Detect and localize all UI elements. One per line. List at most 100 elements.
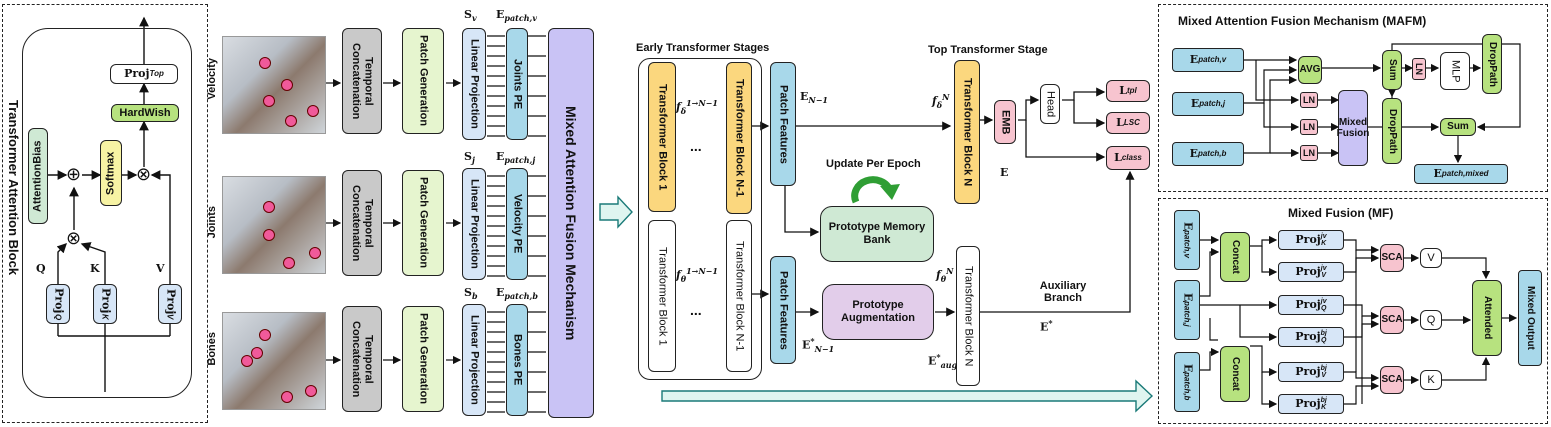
q-label: Q [36,262,46,275]
e-patch-v-main: E [496,8,505,21]
mf-attended: Attended [1472,280,1502,356]
stream-lines [326,35,546,413]
pe-box-velocity: Joints PE [506,28,528,140]
mf-proj-k-bj-sup: bj [1320,397,1327,404]
v-label: V [156,262,165,275]
mul-operator-qk: ⊗ [66,228,82,248]
proj-top-label: Proj [124,66,150,80]
linear-projection-velocity: Linear Projection [462,28,486,140]
mafm-ev-main: E [1189,52,1199,66]
mafm-sum-2: Sum [1440,118,1476,136]
proj-v-sub: V [165,314,175,320]
mf-proj-k-bj-main: Proj [1295,396,1321,410]
stream-label-joints: Joints [206,206,218,239]
early-stages-frame [638,58,762,380]
f-theta-early-sub: θ [680,273,687,284]
patch-features-top: Patch Features [770,62,796,186]
e-aug-sub: aug [940,359,958,370]
s-j-main: S [464,150,472,163]
mf-ev-sub: patch,v [1182,230,1192,259]
f-delta-n: fδN [932,92,949,110]
mafm-mixed-fusion: Mixed Fusion [1337,90,1369,166]
transformer-block-1-theta: Transformer Block 1 [648,220,676,372]
mafm-big-block: Mixed Attention Fusion Mechanism [548,28,594,418]
mf-k-box: K [1420,370,1442,390]
patch-features-bottom: Patch Features [770,256,796,364]
mf-q-box: Q [1420,310,1442,330]
mf-v-box: V [1420,248,1442,268]
mafm-ln-3: LN [1300,145,1318,161]
temporal-concat-joints: Temporal Concatenation [342,170,382,276]
l-lsc-sub: LSC [1123,118,1140,128]
prototype-augmentation: Prototype Augmentation [822,284,934,340]
proj-v-label: Proj [164,288,178,315]
mf-proj-q-jv-sub: Q [1320,305,1327,312]
s-v-sub: v [471,13,477,24]
mf-sca-2: SCA [1380,306,1404,334]
mf-sca-3: SCA [1380,366,1404,394]
mafm-sum-1: Sum [1382,50,1402,90]
e-aug-sup: * [936,352,941,362]
f-theta-n-sup: N [946,266,954,276]
tab-lines [40,16,171,392]
velocity-skeleton-image [222,36,326,134]
mf-proj-k-jv-sup: jv [1320,233,1327,240]
early-stages-title: Early Transformer Stages [636,42,770,54]
mf-mixed-output: Mixed Output [1518,270,1542,366]
mf-proj-q-bj-sup: bj [1320,330,1327,337]
e-n1-sub: N−1 [808,95,828,106]
e-star-label: E* [1040,318,1053,334]
mafm-ej-sub: patch,j [1199,99,1226,109]
head-box: Head [1040,84,1060,124]
proj-k-sub: K [100,313,110,320]
main-lines [751,87,1135,317]
f-delta-early-main: f [676,100,681,114]
mf-panel [1158,198,1548,424]
mafm-eb-main: E [1189,146,1198,160]
mf-proj-q-bj-sub: Q [1320,337,1327,344]
add-operator: ⊕ [66,164,82,184]
pe-box-bones: Bones PE [506,304,528,416]
e-patch-v-label: Epatch,v [496,8,537,23]
mafm-panel [1158,4,1548,192]
f-delta-early: fδ1→N−1 [676,98,718,116]
mf-proj-k-jv-main: Proj [1295,232,1321,246]
mf-eb-sub: patch,b [1182,371,1192,401]
e-star-main: E [1040,320,1049,334]
transformer-block-n-theta: Transformer Block N [956,246,980,386]
s-b-label: Sb [464,286,478,301]
update-cycle-arrow [851,176,894,204]
e-n1-star-sub: N−1 [814,343,835,354]
e-label: E [1000,166,1009,179]
mafm-ln-2: LN [1300,119,1318,135]
f-delta-n-main: f [932,94,937,108]
mf-proj-v-bj-main: Proj [1295,364,1321,378]
linear-projection-joints: Linear Projection [462,168,486,280]
stream-label-bones: Bones [206,332,218,366]
mf-proj-v-jv-sub: V [1321,272,1327,279]
mf-sca-1: SCA [1380,244,1404,272]
mf-proj-q-jv-sup: jv [1320,298,1327,305]
bones-skeleton-image [222,312,326,410]
s-b-main: S [464,286,472,299]
mf-concat-1: Concat [1220,232,1250,282]
s-j-label: Sj [464,150,475,165]
mf-ev-main: E [1181,221,1195,231]
transformer-block-n1-delta: Transformer Block N-1 [726,62,752,214]
e-n1-main: E [800,90,809,103]
mf-eb-main: E [1181,363,1195,372]
f-theta-n-main: f [936,268,941,282]
update-per-epoch-label: Update Per Epoch [826,158,921,170]
transformer-block-n1-theta: Transformer Block N-1 [726,220,752,372]
l-class-main: L [1114,150,1122,164]
f-theta-n: fθN [936,266,953,284]
